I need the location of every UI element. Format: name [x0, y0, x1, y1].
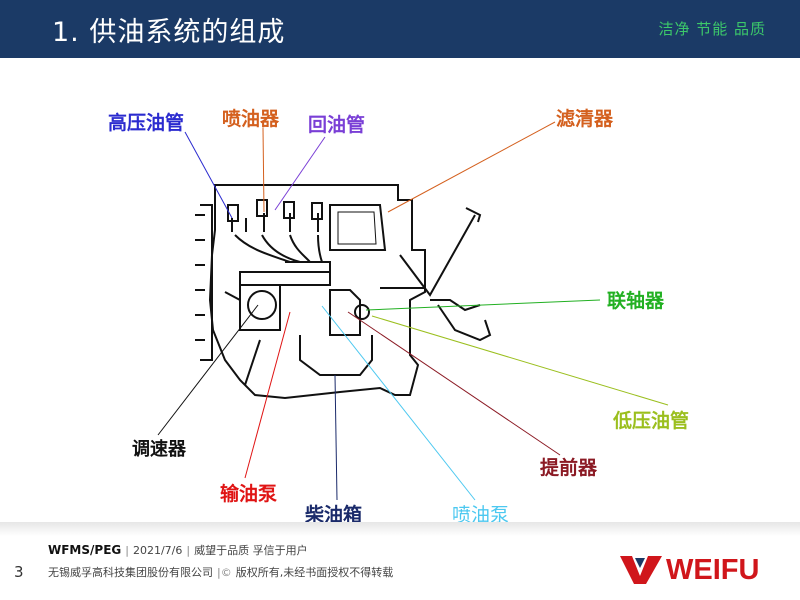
- engine-outline: [195, 184, 492, 400]
- footer-line-2: 无锡威孚高科技集团股份有限公司 |©版权所有,未经书面授权不得转载: [48, 564, 393, 580]
- leader-filter: [387, 121, 556, 213]
- leader-diesel-tank: [334, 374, 338, 501]
- label-governor: 调速器: [132, 439, 186, 460]
- label-advancer: 提前器: [540, 457, 598, 479]
- leader-high-pressure-pipe: [184, 131, 233, 219]
- label-low-pressure-pipe: 低压油管: [613, 410, 690, 432]
- page-title: 1. 供油系统的组成: [52, 17, 286, 48]
- leader-injector: [262, 127, 265, 213]
- footer-brand: WFMS/PEG: [48, 543, 122, 557]
- separator: |: [125, 544, 129, 557]
- label-high-pressure-pipe: 高压油管: [108, 112, 185, 134]
- label-diesel-tank: 柴油箱: [305, 504, 363, 526]
- leader-transfer-pump: [244, 311, 291, 479]
- leader-lines: [157, 121, 669, 501]
- footer-line-1: WFMS/PEG|2021/7/6|威望于品质 孚信于用户: [48, 542, 308, 558]
- weifu-logo-icon: [620, 556, 662, 584]
- leader-return-pipe: [274, 136, 326, 211]
- weifu-logo: WEIFU: [620, 554, 780, 590]
- page-number: 3: [14, 563, 24, 581]
- label-return-pipe: 回油管: [308, 114, 366, 136]
- label-injection-pump: 喷油泵: [452, 504, 510, 526]
- leader-low-pressure-pipe: [371, 315, 669, 406]
- slogan: 洁净 节能 品质: [658, 20, 766, 38]
- fuel-system-diagram: 高压油管 喷油器 回油管 滤清器 联轴器 低压油管 调速器 提前器 输油泵 柴油…: [0, 58, 800, 528]
- label-transfer-pump: 输油泵: [220, 483, 278, 505]
- footer: 3 WFMS/PEG|2021/7/6|威望于品质 孚信于用户 无锡威孚高科技集…: [0, 536, 800, 600]
- leader-governor: [157, 304, 259, 436]
- label-filter: 滤清器: [556, 108, 614, 130]
- title-bar: 1. 供油系统的组成 洁净 节能 品质: [0, 0, 800, 58]
- engine-drawing: [157, 121, 669, 501]
- leader-coupling: [365, 299, 601, 311]
- footer-motto: 威望于品质 孚信于用户: [194, 544, 308, 557]
- leader-advancer: [347, 311, 561, 456]
- footer-company: 无锡威孚高科技集团股份有限公司: [48, 566, 213, 579]
- footer-date: 2021/7/6: [132, 544, 183, 557]
- logo-text: WEIFU: [666, 554, 760, 586]
- label-coupling: 联轴器: [607, 290, 665, 312]
- label-injector: 喷油器: [222, 108, 280, 130]
- leader-injection-pump: [321, 305, 476, 501]
- footer-divider: [0, 522, 800, 536]
- separator: |: [186, 544, 191, 557]
- separator: |©: [217, 566, 232, 579]
- footer-copyright: 版权所有,未经书面授权不得转载: [235, 566, 394, 579]
